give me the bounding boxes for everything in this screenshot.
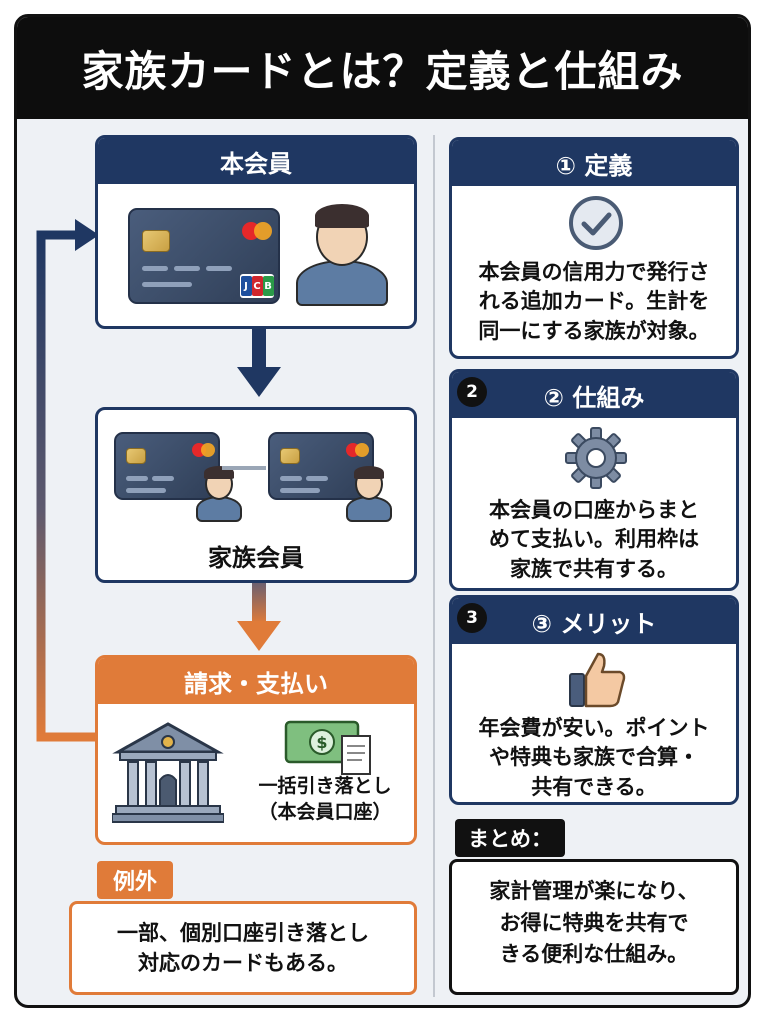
- page-title: 家族カードとは？定義と仕組み: [17, 17, 748, 119]
- flow-arrows: [36, 219, 281, 742]
- summary-line-1: 家計管理が楽になり、: [489, 879, 699, 903]
- main-member-heading: 本会員: [98, 138, 414, 184]
- bank-icon: [112, 722, 224, 823]
- summary-line-2: お得に特典を共有で: [499, 910, 689, 935]
- mechanism-line-2: めて支払い。利用枠は: [489, 527, 699, 552]
- definition-heading: ① 定義: [452, 140, 736, 186]
- gear-icon: [565, 427, 627, 489]
- merit-text: 年会費が安い。ポイント や特典も家族で合算・ 共有できる。: [452, 714, 736, 802]
- column-divider: [433, 135, 435, 997]
- mechanism-heading: ② 仕組み: [452, 372, 736, 418]
- definition-text: 本会員の信用力で発行さ れる追加カード。生計を 同一にする家族が対象。: [452, 258, 736, 346]
- loop-arrow-line: [36, 230, 99, 742]
- merit-line-1: 年会費が安い。ポイント: [478, 716, 710, 740]
- summary-line-3: きる便利な仕組み。: [499, 942, 689, 966]
- person-icon: [194, 464, 244, 524]
- definition-line-3: 同一にする家族が対象。: [478, 318, 710, 343]
- checkmark-icon: [569, 196, 623, 250]
- exception-box: 一部、個別口座引き落とし 対応のカードもある。: [69, 901, 417, 995]
- thumbs-up-icon: [569, 652, 626, 708]
- mechanism-text: 本会員の口座からまと めて支払い。利用枠は 家族で共有する。: [452, 496, 736, 584]
- billing-box: 請求・支払い $ 一括引き落とし （本会員口座）: [95, 655, 417, 845]
- definition-line-2: れる追加カード。生計を: [478, 289, 710, 314]
- credit-card-icon: [268, 432, 374, 500]
- family-member-box: 家族会員: [95, 407, 417, 583]
- billing-line-2: （本会員口座）: [258, 800, 392, 823]
- arrow-down-1-head: [237, 367, 281, 397]
- mechanism-line-1: 本会員の口座からまと: [489, 498, 699, 522]
- merit-number-badge: 3: [457, 603, 487, 633]
- billing-heading: 請求・支払い: [98, 658, 414, 704]
- person-icon: [344, 464, 394, 524]
- arrow-down-1-shaft: [252, 329, 266, 369]
- billing-line-1: 一括引き落とし: [258, 775, 392, 797]
- family-member-label: 家族会員: [208, 544, 304, 572]
- merit-line-2: や特典も家族で合算・: [489, 745, 699, 770]
- mechanism-number-badge: 2: [457, 377, 487, 407]
- merit-box: ③ メリット 年会費が安い。ポイント や特典も家族で合算・ 共有できる。: [449, 595, 739, 805]
- exception-line-2: 対応のカードもある。: [138, 951, 348, 976]
- credit-card-icon: [114, 432, 220, 500]
- svg-text:$: $: [316, 733, 327, 752]
- exception-tag: 例外: [97, 861, 173, 899]
- summary-tag: まとめ：: [455, 819, 565, 857]
- arrow-down-2-head: [237, 621, 281, 651]
- exception-text: 一部、個別口座引き落とし 対応のカードもある。: [72, 918, 414, 979]
- summary-box: 家計管理が楽になり、 お得に特典を共有で きる便利な仕組み。: [449, 859, 739, 995]
- loop-arrow-head: [75, 219, 99, 251]
- card-link-line: [222, 466, 266, 470]
- infographic-frame: 家族カードとは？定義と仕組み 本会員: [14, 14, 751, 1008]
- merit-heading: ③ メリット: [452, 598, 736, 644]
- mechanism-box: ② 仕組み 本会員の口座からまと めて支払い。利用枠は 家族で共有する。: [449, 369, 739, 591]
- merit-line-3: 共有できる。: [531, 774, 657, 799]
- person-icon: [294, 200, 390, 308]
- arrow-down-2-shaft: [252, 583, 266, 623]
- exception-line-1: 一部、個別口座引き落とし: [117, 921, 369, 945]
- definition-line-1: 本会員の信用力で発行さ: [478, 260, 710, 284]
- billing-text: 一括引き落とし （本会員口座）: [234, 774, 414, 825]
- definition-box: ① 定義 本会員の信用力で発行さ れる追加カード。生計を 同一にする家族が対象。: [449, 137, 739, 359]
- summary-text: 家計管理が楽になり、 お得に特典を共有で きる便利な仕組み。: [452, 876, 736, 971]
- cash-bill-icon: $: [284, 720, 371, 775]
- mechanism-line-3: 家族で共有する。: [510, 556, 678, 581]
